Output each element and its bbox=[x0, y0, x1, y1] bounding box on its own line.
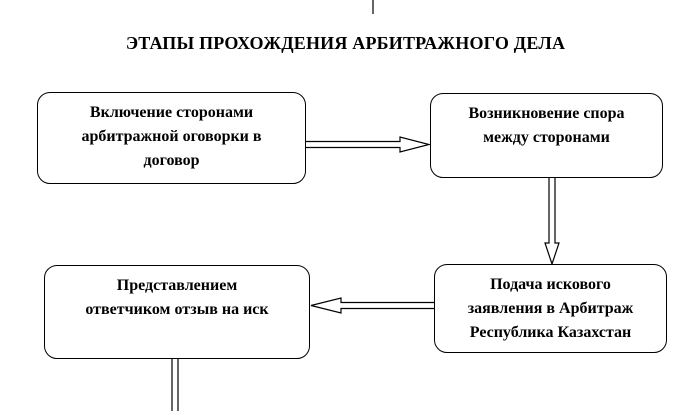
step-text-line: договор bbox=[143, 152, 200, 169]
step-text-line: ответчиком отзыв на иск bbox=[85, 301, 269, 318]
continuation-line bbox=[171, 359, 179, 411]
step-box-inclusion: Включение сторонами арбитражной оговорки… bbox=[37, 92, 306, 184]
step-text-line: между сторонами bbox=[483, 129, 610, 146]
step-box-claim: Подача искового заявления в Арбитраж Рес… bbox=[434, 264, 667, 353]
step-text-line: Республика Казахстан bbox=[469, 324, 632, 341]
step-text-line: Включение сторонами bbox=[89, 104, 254, 121]
arrow-claim-to-response bbox=[310, 297, 434, 314]
page-title: ЭТАПЫ ПРОХОЖДЕНИЯ АРБИТРАЖНОГО ДЕЛА bbox=[125, 33, 566, 53]
arrow-dispute-to-claim bbox=[544, 178, 560, 266]
step-box-response: Представлением ответчиком отзыв на иск bbox=[44, 265, 310, 359]
step-text-line: Представлением bbox=[116, 277, 238, 294]
step-text-line: Возникновение спора bbox=[468, 105, 625, 122]
step-box-dispute: Возникновение спора между сторонами bbox=[430, 93, 663, 178]
step-text-line: Подача искового bbox=[490, 276, 611, 293]
arrow-inclusion-to-dispute bbox=[306, 136, 432, 153]
step-text-line: арбитражной оговорки в bbox=[81, 128, 262, 145]
step-text-line: заявления в Арбитраж bbox=[467, 300, 634, 317]
